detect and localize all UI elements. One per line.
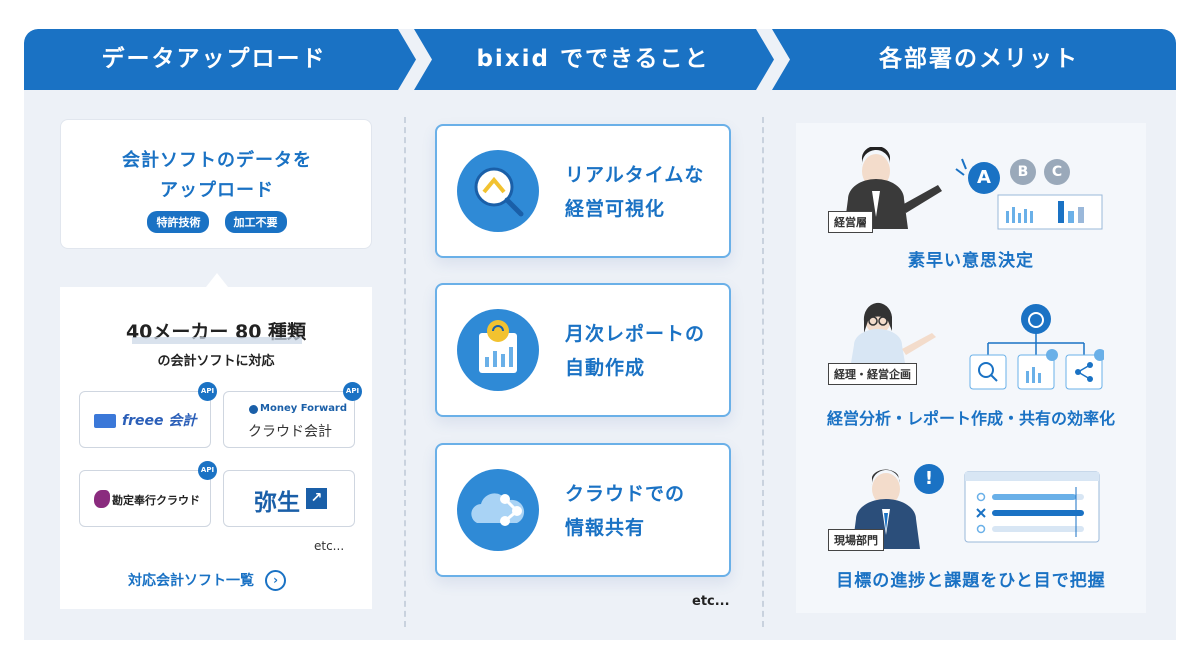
features-etc: etc... <box>692 594 730 609</box>
logo-yayoi[interactable]: 弥生 ↗ <box>223 470 355 527</box>
abc-a-badge: A <box>968 162 1000 194</box>
upload-title-line2: アップロード <box>160 180 274 201</box>
supported-software-link[interactable]: 対応会計ソフト一覧 › <box>128 570 287 592</box>
freee-logo-text: freee 会計 <box>122 413 197 429</box>
accounting-person-icon <box>850 302 936 369</box>
header-upload: データアップロード <box>101 46 327 72</box>
supported-software-link-label: 対応会計ソフト一覧 <box>128 573 254 589</box>
api-badge: API <box>343 382 362 401</box>
column-divider <box>404 117 406 627</box>
makers-card: 40メーカー 80 種類 の会計ソフトに対応 freee 会計 API Mone… <box>60 287 372 609</box>
report-auto-icon <box>457 309 539 391</box>
progress-list-icon <box>964 471 1100 543</box>
merit-quick-decision: 素早い意思決定 <box>908 251 1034 271</box>
feature-monthly-report: 月次レポートの 自動作成 <box>435 283 731 417</box>
api-badge: API <box>198 382 217 401</box>
role-accounting: 経理・経営企画 <box>828 363 917 385</box>
feature-realtime-line1: リアルタイムな <box>565 164 705 186</box>
logo-freee[interactable]: freee 会計 <box>79 391 211 448</box>
analysis-share-icons <box>969 304 1104 390</box>
upload-title-line1: 会計ソフトのデータを <box>122 150 312 171</box>
abc-chart-icon <box>955 158 1103 230</box>
role-field: 現場部門 <box>828 529 884 551</box>
feature-cloud-share: クラウドでの 情報共有 <box>435 443 731 577</box>
feature-monthly-report-line1: 月次レポートの <box>565 323 706 345</box>
tag-no-processing: 加工不要 <box>224 211 287 233</box>
header-band <box>24 29 1176 90</box>
abc-c-badge: C <box>1044 159 1070 185</box>
abc-b-badge: B <box>1010 159 1036 185</box>
feature-realtime: リアルタイムな 経営可視化 <box>435 124 731 258</box>
bugyo-logo-icon <box>94 490 110 508</box>
makers-sub: の会計ソフトに対応 <box>157 354 275 369</box>
logo-bugyo[interactable]: 勘定奉行クラウド <box>79 470 211 527</box>
bugyo-logo-text: 勘定奉行クラウド <box>112 494 200 507</box>
freee-logo-icon <box>94 414 116 428</box>
mf-product-text: クラウド会計 <box>248 424 332 440</box>
column-divider <box>762 117 764 627</box>
merit-efficiency: 経営分析・レポート作成・共有の効率化 <box>826 409 1115 428</box>
mf-brand-text: Money Forward <box>260 403 348 414</box>
feature-monthly-report-line2: 自動作成 <box>565 357 646 379</box>
connector-arrow <box>206 273 228 287</box>
header-merits: 各部署のメリット <box>879 46 1079 72</box>
logo-moneyforward[interactable]: Money Forward クラウド会計 <box>223 391 355 448</box>
chevron-right-icon: › <box>265 570 287 591</box>
yayoi-arrow-icon: ↗ <box>306 488 327 509</box>
merit-progress-at-glance: 目標の進捗と課題をひと目で把握 <box>836 571 1106 591</box>
visualization-icon <box>457 150 539 232</box>
mf-logo-icon <box>249 405 258 414</box>
tag-patent: 特許技術 <box>147 211 210 233</box>
makers-etc: etc... <box>314 539 345 553</box>
feature-cloud-share-line2: 情報共有 <box>565 517 646 539</box>
role-executive: 経営層 <box>828 211 873 233</box>
feature-cloud-share-line1: クラウドでの <box>565 483 686 505</box>
infographic: データアップロード bixid でできること 各部署のメリット 会計ソフトのデー… <box>24 29 1176 640</box>
upload-card: 会計ソフトのデータを アップロード 特許技術 加工不要 <box>60 119 372 249</box>
feature-realtime-line2: 経営可視化 <box>565 198 666 220</box>
api-badge: API <box>198 461 217 480</box>
header-features: bixid でできること <box>476 46 710 72</box>
yayoi-logo-text: 弥生 <box>254 490 300 516</box>
cloud-share-icon <box>457 469 539 551</box>
makers-underline <box>132 337 302 344</box>
alert-icon: ! <box>914 464 944 494</box>
